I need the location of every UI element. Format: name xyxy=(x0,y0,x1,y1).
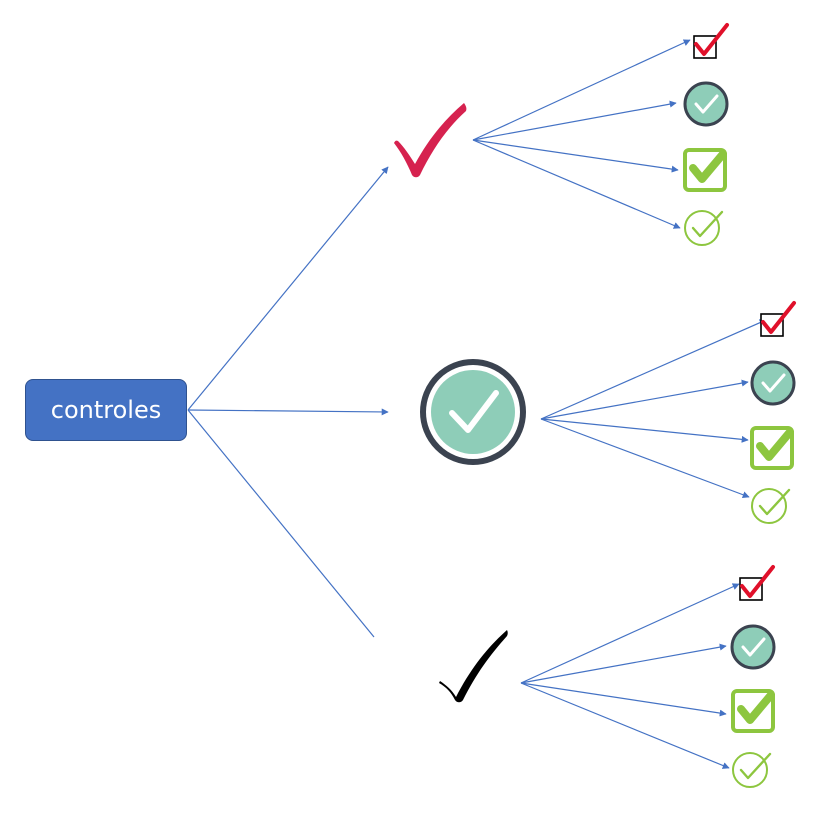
green-square-check-icon xyxy=(752,428,792,468)
checkbox-red-check-icon xyxy=(759,301,796,338)
black-checkmark-icon xyxy=(439,630,508,703)
connector-branch-2-to-child-1 xyxy=(540,319,767,420)
root-node-label: controles xyxy=(50,396,162,424)
green-circle-check-icon xyxy=(750,487,791,525)
connector-root-to-crimson-check xyxy=(187,166,389,411)
connector-branch-2-to-child-3 xyxy=(540,418,749,443)
teal-circle-check-icon xyxy=(730,624,776,670)
connector-branch-1-to-child-1 xyxy=(472,39,691,141)
teal-circle-check-icon xyxy=(420,359,526,465)
connector-root-to-teal-circle xyxy=(187,408,389,416)
checkbox-red-check-icon xyxy=(738,565,775,602)
green-circle-check-icon xyxy=(731,751,772,789)
connector-branch-2-to-child-2 xyxy=(540,379,749,420)
teal-circle-check-icon xyxy=(683,81,729,127)
connector-branch-1-to-child-4 xyxy=(472,139,681,229)
connector-branch-1-to-child-3 xyxy=(472,139,679,173)
connectors xyxy=(187,39,767,769)
connector-branch-3-to-child-1 xyxy=(520,583,740,684)
connector-branch-3-to-child-3 xyxy=(520,682,727,717)
connector-branch-3-to-child-4 xyxy=(520,682,730,769)
green-square-check-icon xyxy=(733,691,773,731)
teal-circle-check-icon xyxy=(750,360,796,406)
checkbox-red-check-icon xyxy=(692,23,729,60)
green-square-check-icon xyxy=(685,150,725,190)
connector-root-to-black-check xyxy=(187,409,375,638)
root-node-controles[interactable]: controles xyxy=(25,379,187,441)
connector-branch-2-to-child-4 xyxy=(540,418,750,499)
connector-branch-3-to-child-2 xyxy=(520,643,727,684)
green-circle-check-icon xyxy=(683,209,724,247)
crimson-checkmark-icon xyxy=(394,103,467,178)
connector-branch-1-to-child-2 xyxy=(472,100,677,141)
nodes xyxy=(394,23,796,789)
